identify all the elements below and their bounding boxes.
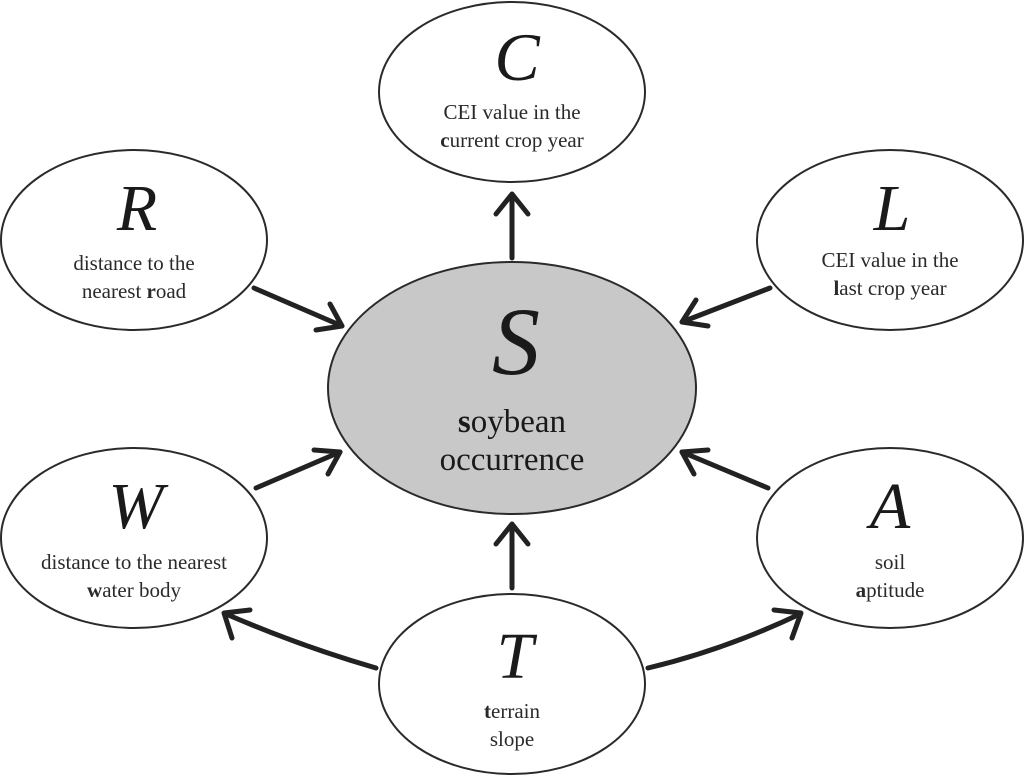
node-t-line2: slope xyxy=(490,727,534,751)
node-l: L CEI value in the last crop year xyxy=(756,149,1024,331)
node-w: W distance to the nearest water body xyxy=(0,447,268,629)
node-w-line2: water body xyxy=(87,578,181,602)
node-a: A soil aptitude xyxy=(756,447,1024,629)
node-c-line2: current crop year xyxy=(440,128,583,152)
edge-r-to-s xyxy=(251,285,345,333)
node-l-ellipse xyxy=(756,149,1024,331)
node-s: S soybean occurrence xyxy=(327,261,697,515)
node-t-letter: T xyxy=(497,620,538,693)
node-a-ellipse xyxy=(756,447,1024,629)
node-t-line1: terrain xyxy=(484,699,540,723)
node-r: R distance to the nearest road xyxy=(0,149,268,331)
edge-t-to-w xyxy=(221,607,379,671)
node-s-line1: soybean xyxy=(458,404,566,440)
node-a-line2: aptitude xyxy=(856,578,925,602)
node-s-letter: S xyxy=(492,288,540,395)
node-r-line1: distance to the xyxy=(73,251,194,275)
edge-w-to-s xyxy=(253,447,343,491)
node-l-line2: last crop year xyxy=(833,276,946,300)
node-r-letter: R xyxy=(116,172,157,245)
node-c-ellipse xyxy=(378,1,646,183)
node-w-letter: W xyxy=(109,470,169,543)
node-c-letter: C xyxy=(494,19,540,95)
node-c: C CEI value in the current crop year xyxy=(378,1,646,183)
node-s-line2: occurrence xyxy=(440,442,585,478)
node-l-letter: L xyxy=(873,172,911,245)
node-a-letter: A xyxy=(866,470,911,543)
node-t: T terrain slope xyxy=(378,593,646,775)
edge-a-to-s xyxy=(679,447,771,491)
edge-l-to-s xyxy=(679,285,773,329)
edges xyxy=(221,191,804,671)
node-w-line1: distance to the nearest xyxy=(41,550,227,574)
node-s-ellipse xyxy=(327,261,697,515)
node-r-ellipse xyxy=(0,149,268,331)
edge-t-to-a xyxy=(645,607,804,671)
node-c-line1: CEI value in the xyxy=(443,100,580,124)
node-t-ellipse xyxy=(378,593,646,775)
edge-t-to-s xyxy=(493,521,531,591)
node-l-line1: CEI value in the xyxy=(821,248,958,272)
node-w-ellipse xyxy=(0,447,268,629)
node-a-line1: soil xyxy=(875,550,906,574)
edge-s-to-c xyxy=(493,191,531,261)
node-r-line2: nearest road xyxy=(82,279,187,303)
